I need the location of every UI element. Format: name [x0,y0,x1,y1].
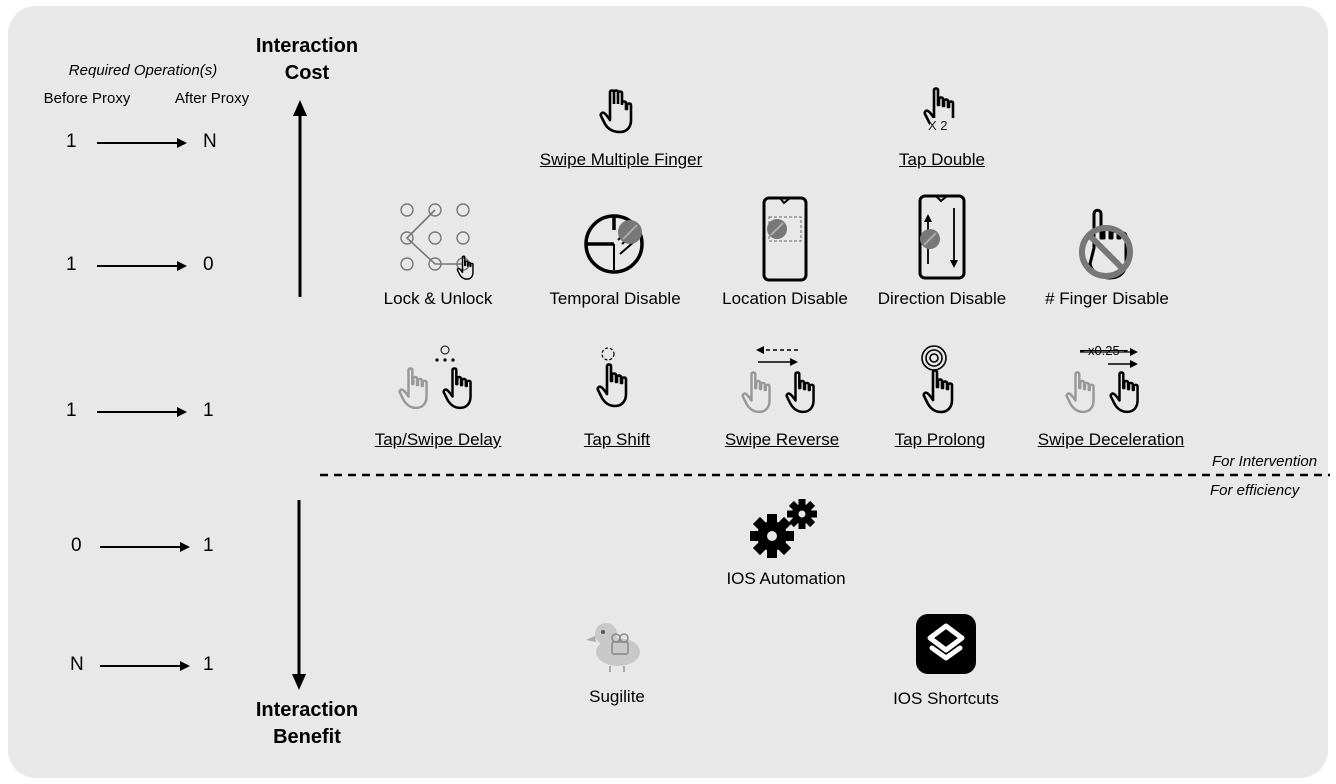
gears-icon [750,499,817,558]
for-intervention-label: For Intervention [1212,453,1318,470]
phone-location-disable-icon [762,196,808,282]
swipe-deceleration-hands-icon [1065,348,1139,414]
interaction-cost-label: Interaction Cost [255,35,359,84]
deceleration-badge: - x0.25 - [1080,343,1128,358]
sugilite-label: Sugilite [589,687,645,706]
after-count: N [203,131,217,152]
before-count: 1 [66,400,77,421]
phone-direction-disable-icon [918,194,966,280]
multi-finger-hand-icon [599,89,633,134]
before-count: 1 [66,131,77,152]
proxy-arrow [97,138,187,148]
lock-unlock-label: Lock & Unlock [383,289,493,308]
location-disable-label: Location Disable [722,289,848,308]
proxy-arrow [97,407,187,417]
after-proxy-label: After Proxy [174,90,250,107]
swipe-reverse-label: Swipe Reverse [724,430,840,449]
proxy-arrow [100,542,190,552]
required-operations-header: Required Operation(s) [68,62,218,79]
after-count: 0 [203,254,214,275]
tap-prolong-hand-icon [921,345,954,414]
finger-prohibited-icon [1079,208,1133,280]
direction-disable-label: Direction Disable [877,289,1007,308]
before-proxy-label: Before Proxy [43,90,131,107]
ios-shortcuts-label: IOS Shortcuts [893,689,999,708]
tap-double-badge: X 2 [928,118,948,133]
intervention-efficiency-divider [320,473,1330,477]
temporal-disable-label: Temporal Disable [549,289,681,308]
tap-double-hand-icon [923,87,956,132]
before-count: N [70,654,84,675]
diagram-panel [8,6,1328,778]
shortcuts-app-icon [916,614,976,674]
cost-arrow [293,100,307,297]
tap-prolong-label: Tap Prolong [894,430,986,449]
after-count: 1 [203,535,214,556]
ios-automation-label: IOS Automation [726,569,846,588]
after-count: 1 [203,654,214,675]
before-count: 1 [66,254,77,275]
swipe-deceleration-label: Swipe Deceleration [1037,430,1185,449]
swipe-multiple-finger-label: Swipe Multiple Finger [539,150,703,169]
tap-shift-hand-icon [596,347,628,408]
for-efficiency-label: For efficiency [1210,482,1300,499]
proxy-arrow [97,261,187,271]
tap-double-label: Tap Double [898,150,986,169]
before-count: 0 [71,535,82,556]
tap-swipe-delay-label: Tap/Swipe Delay [374,430,502,449]
benefit-arrow [292,500,306,690]
proxy-arrow [100,661,190,671]
sugilite-duck-icon [586,623,640,672]
finger-disable-label: # Finger Disable [1045,289,1169,308]
delay-hands-icon [398,345,472,410]
swipe-reverse-hands-icon [741,346,815,414]
clock-disable-icon [584,214,644,274]
interaction-benefit-label: Interaction Benefit [255,699,359,748]
after-count: 1 [203,400,214,421]
tap-shift-label: Tap Shift [583,430,651,449]
pattern-lock-icon [400,203,474,280]
